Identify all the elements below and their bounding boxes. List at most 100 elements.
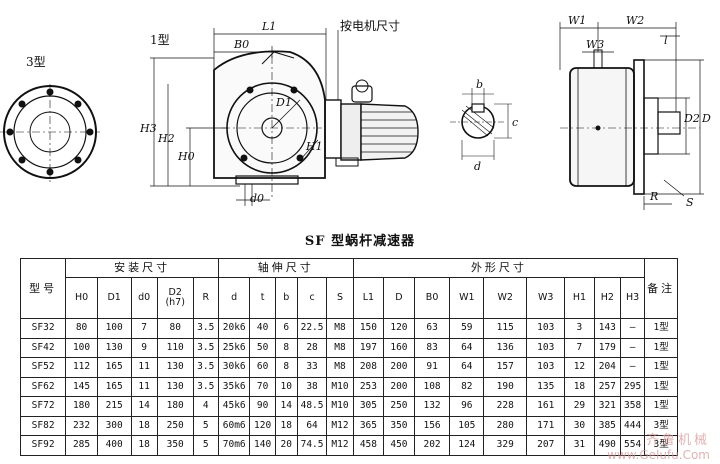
table-cell: 90 — [249, 396, 276, 417]
model-cell: SF92 — [19, 435, 67, 456]
table-cell: 64 — [449, 357, 485, 378]
table-cell: 160 — [383, 337, 415, 358]
table-cell: 18 — [274, 415, 298, 436]
type1-label: 1型 — [150, 33, 170, 47]
table-cell: 215 — [96, 396, 132, 417]
table-cell: 257 — [593, 376, 621, 397]
table-cell: 228 — [483, 396, 528, 417]
table-cell: 112 — [65, 357, 98, 378]
table-cell: M12 — [326, 435, 354, 456]
table-cell: 150 — [352, 318, 385, 339]
table-cell: 250 — [383, 396, 415, 417]
remark-cell: 1型 — [644, 396, 678, 417]
table-cell: 110 — [156, 337, 194, 358]
column-header: b — [274, 277, 298, 319]
dim-W1: W1 — [568, 14, 586, 27]
table-cell: 70m6 — [217, 435, 251, 456]
column-header: D — [383, 277, 415, 319]
remark-cell: 1型 — [644, 376, 678, 397]
table-cell: 135 — [526, 376, 566, 397]
dim-H3: H3 — [139, 122, 157, 135]
column-header: W1 — [449, 277, 485, 319]
table-cell: 100 — [96, 318, 132, 339]
table-cell: 3.5 — [192, 337, 219, 358]
table-cell: 40 — [249, 318, 276, 339]
table-cell: 4 — [192, 396, 219, 417]
table-cell: 490 — [593, 435, 621, 456]
remark-header: 备注 — [644, 258, 678, 319]
table-cell: 179 — [593, 337, 621, 358]
table-cell: 115 — [483, 318, 528, 339]
table-cell: 458 — [352, 435, 385, 456]
table-cell: 74.5 — [296, 435, 328, 456]
table-cell: 143 — [593, 318, 621, 339]
table-cell: 50 — [249, 337, 276, 358]
table-cell: 400 — [96, 435, 132, 456]
dim-B0: B0 — [233, 38, 249, 51]
model-cell: SF82 — [19, 415, 67, 436]
column-header: d — [217, 277, 251, 319]
table-cell: 64 — [449, 337, 485, 358]
column-header: H3 — [619, 277, 646, 319]
table-cell: 3.5 — [192, 318, 219, 339]
table-cell: 3.5 — [192, 357, 219, 378]
table-cell: 18 — [130, 415, 158, 436]
table-cell: 329 — [483, 435, 528, 456]
table-cell: 10 — [274, 376, 298, 397]
figure-caption: SF 型蜗杆减速器 — [304, 234, 416, 249]
table-cell: 130 — [156, 376, 194, 397]
group-header-row: 型号 安装尺寸 轴伸尺寸 外形尺寸 备注 — [19, 258, 678, 319]
table-cell: 18 — [564, 376, 595, 397]
table-cell: 300 — [96, 415, 132, 436]
table-cell: M8 — [326, 318, 354, 339]
remark-cell: 1型 — [644, 318, 678, 339]
remark-cell: 1型 — [644, 337, 678, 358]
motor-dimension-note: 按电机尺寸 — [340, 19, 400, 33]
table-cell: 280 — [483, 415, 528, 436]
table-cell: 136 — [483, 337, 528, 358]
table-cell: 28 — [296, 337, 328, 358]
column-header: H0 — [65, 277, 98, 319]
table-cell: 48.5 — [296, 396, 328, 417]
table-cell: 45k6 — [217, 396, 251, 417]
table-cell: 6 — [274, 318, 298, 339]
column-header: D1 — [96, 277, 132, 319]
column-header: D2 (h7) — [156, 277, 194, 319]
model-cell: SF32 — [19, 318, 67, 339]
table-cell: 108 — [413, 376, 451, 397]
table-cell: 145 — [65, 376, 98, 397]
table-cell: 253 — [352, 376, 385, 397]
table-cell: M10 — [326, 396, 354, 417]
dim-d: d — [474, 160, 481, 173]
dim-b: b — [476, 78, 483, 91]
column-header: R — [192, 277, 219, 319]
table-cell: 200 — [383, 376, 415, 397]
watermark: 齐鲁机械 www.Gelufu.Com — [607, 429, 710, 462]
table-cell: M12 — [326, 415, 354, 436]
table-cell: M8 — [326, 357, 354, 378]
table-cell: 120 — [383, 318, 415, 339]
table-cell: 30 — [564, 415, 595, 436]
table-cell: 190 — [483, 376, 528, 397]
table-cell: 105 — [449, 415, 485, 436]
table-cell: 25k6 — [217, 337, 251, 358]
table-cell: 5 — [192, 435, 219, 456]
table-cell: 3.5 — [192, 376, 219, 397]
table-cell: 18 — [130, 435, 158, 456]
table-cell: — — [619, 357, 646, 378]
table-cell: 180 — [156, 396, 194, 417]
table-cell: 14 — [130, 396, 158, 417]
type3-label: 3型 — [26, 55, 46, 69]
table-cell: 130 — [96, 337, 132, 358]
table-cell: 161 — [526, 396, 566, 417]
group-header-outline: 外形尺寸 — [352, 258, 646, 278]
group-header-install: 安装尺寸 — [65, 258, 219, 278]
dim-d0: d0 — [250, 192, 264, 205]
column-header: S — [326, 277, 354, 319]
table-cell: 156 — [413, 415, 451, 436]
table-cell: 11 — [130, 357, 158, 378]
